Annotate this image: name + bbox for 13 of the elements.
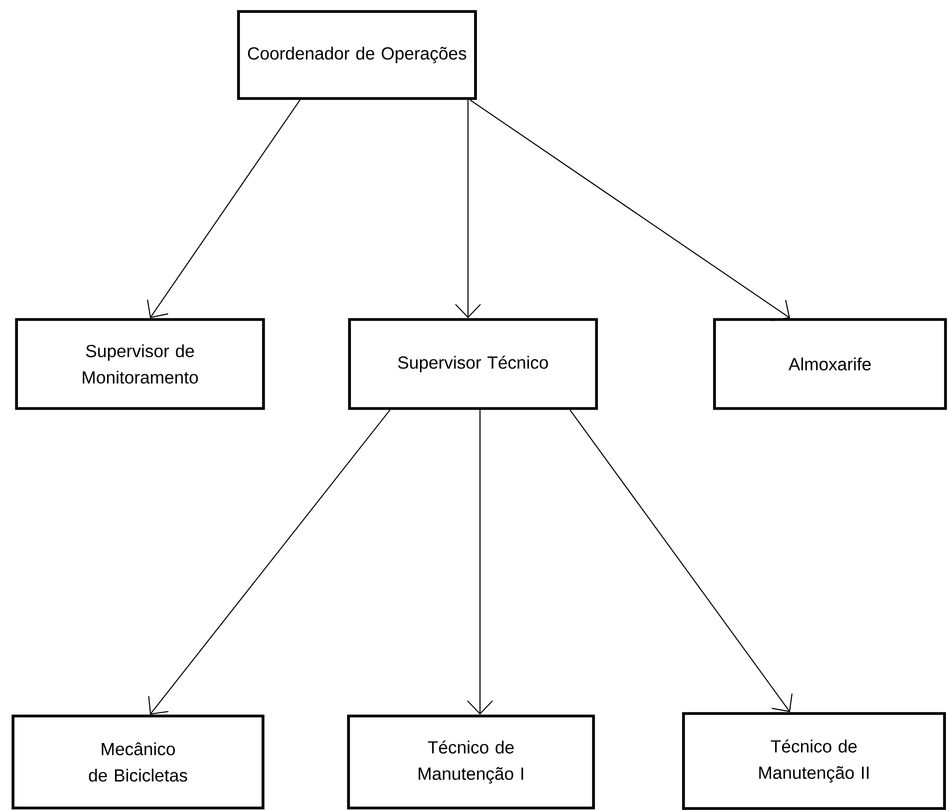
arrow [455, 100, 481, 318]
role-box: Técnico de Manutenção II [682, 712, 946, 810]
arrow [146, 100, 300, 318]
role-box: Técnico de Manutenção I [347, 714, 595, 810]
role-box: Supervisor Técnico [348, 318, 598, 410]
role-box: Supervisor de Monitoramento [15, 318, 265, 410]
arrow [470, 99, 790, 322]
arrow [467, 410, 493, 715]
role-box: Almoxarife [713, 318, 947, 410]
role-box: Coordenador de Operações [237, 10, 477, 100]
arrow [148, 410, 390, 715]
arrow [570, 410, 793, 712]
role-box: Mecânico de Bicicletas [12, 714, 264, 810]
